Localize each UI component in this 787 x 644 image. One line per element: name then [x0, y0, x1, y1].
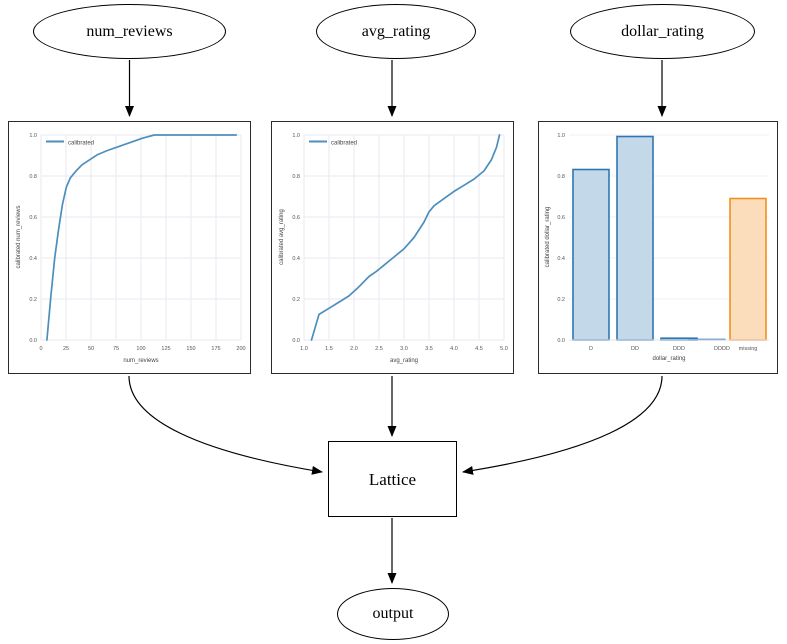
svg-text:1.5: 1.5: [325, 346, 333, 352]
svg-text:75: 75: [113, 346, 119, 352]
svg-text:150: 150: [186, 346, 195, 352]
bar-group: [572, 135, 767, 341]
svg-text:0.4: 0.4: [292, 256, 300, 262]
num-reviews-calibration-chart: calibrated 0.0 0.2 0.4 0.6 0.8 1.0 0 25 …: [9, 122, 249, 372]
calibrator-panel-dollar-rating: 0.0 0.2 0.4 0.6 0.8 1.0 D DD DDD DDDD mi…: [538, 121, 778, 374]
svg-text:0.8: 0.8: [557, 174, 565, 180]
svg-text:0.0: 0.0: [292, 338, 300, 344]
svg-text:DDD: DDD: [673, 346, 685, 352]
edge-chart1-to-lattice: [128, 375, 323, 475]
node-avg-rating-label: avg_rating: [361, 22, 431, 40]
svg-text:0.2: 0.2: [292, 297, 300, 303]
svg-text:0.6: 0.6: [557, 215, 565, 221]
calibrator-panel-avg-rating: calibrated 0.0 0.2 0.4 0.6 0.8 1.0 1.0 1…: [271, 121, 514, 374]
svg-text:2.0: 2.0: [350, 346, 358, 352]
bar-missing: [729, 197, 767, 341]
svg-text:DD: DD: [631, 346, 639, 352]
node-output[interactable]: output: [337, 588, 449, 640]
svg-text:0.2: 0.2: [29, 297, 37, 303]
y-axis-label: calibrated avg_rating: [279, 209, 285, 265]
y-axis-label: calibrated num_reviews: [16, 205, 22, 268]
x-axis-label: dollar_rating: [652, 356, 685, 362]
legend-calibrated: calibrated: [309, 140, 357, 147]
svg-text:3.0: 3.0: [400, 346, 408, 352]
bar-D: [572, 168, 610, 341]
svg-text:125: 125: [161, 346, 170, 352]
node-lattice-label: Lattice: [368, 469, 417, 489]
avg-rating-calibration-chart: calibrated 0.0 0.2 0.4 0.6 0.8 1.0 1.0 1…: [272, 122, 512, 372]
svg-text:3.5: 3.5: [425, 346, 433, 352]
svg-text:5.0: 5.0: [500, 346, 508, 352]
node-num-reviews-label: num_reviews: [86, 22, 173, 40]
svg-text:200: 200: [236, 346, 245, 352]
svg-text:DDDD: DDDD: [714, 346, 730, 352]
x-axis-label: avg_rating: [390, 358, 418, 364]
svg-text:4.0: 4.0: [450, 346, 458, 352]
svg-text:calibrated: calibrated: [68, 141, 94, 147]
svg-text:100: 100: [136, 346, 145, 352]
svg-text:D: D: [589, 346, 593, 352]
edge-chart3-to-lattice: [462, 375, 663, 475]
svg-text:2.5: 2.5: [375, 346, 383, 352]
node-avg-rating[interactable]: avg_rating: [316, 4, 476, 59]
calibrator-panel-num-reviews: calibrated 0.0 0.2 0.4 0.6 0.8 1.0 0 25 …: [8, 121, 251, 374]
svg-text:0.4: 0.4: [557, 256, 565, 262]
node-output-label: output: [372, 605, 414, 622]
node-lattice[interactable]: Lattice: [328, 441, 457, 517]
svg-text:0.8: 0.8: [292, 174, 300, 180]
svg-text:0.6: 0.6: [292, 215, 300, 221]
svg-text:175: 175: [211, 346, 220, 352]
svg-text:missing: missing: [739, 346, 758, 352]
svg-text:0.0: 0.0: [557, 338, 565, 344]
svg-text:1.0: 1.0: [557, 133, 565, 139]
svg-text:1.0: 1.0: [300, 346, 308, 352]
svg-text:calibrated: calibrated: [331, 141, 357, 147]
svg-text:0.4: 0.4: [29, 256, 37, 262]
svg-text:0.8: 0.8: [29, 174, 37, 180]
svg-text:1.0: 1.0: [29, 133, 37, 139]
svg-text:25: 25: [63, 346, 69, 352]
svg-text:0.0: 0.0: [29, 338, 37, 344]
svg-text:0: 0: [39, 346, 42, 352]
svg-text:4.5: 4.5: [475, 346, 483, 352]
dollar-rating-calibration-chart: 0.0 0.2 0.4 0.6 0.8 1.0 D DD DDD DDDD mi…: [539, 122, 776, 372]
legend-calibrated: calibrated: [46, 140, 94, 147]
svg-text:0.6: 0.6: [29, 215, 37, 221]
node-dollar-rating-label: dollar_rating: [621, 22, 704, 40]
svg-text:50: 50: [88, 346, 94, 352]
y-axis-label: calibrated dollar_rating: [545, 207, 551, 268]
bar-DD: [616, 135, 654, 341]
x-axis-label: num_reviews: [123, 358, 158, 364]
svg-text:1.0: 1.0: [292, 133, 300, 139]
svg-text:0.2: 0.2: [557, 297, 565, 303]
node-dollar-rating[interactable]: dollar_rating: [570, 4, 755, 59]
node-num-reviews[interactable]: num_reviews: [33, 4, 226, 59]
